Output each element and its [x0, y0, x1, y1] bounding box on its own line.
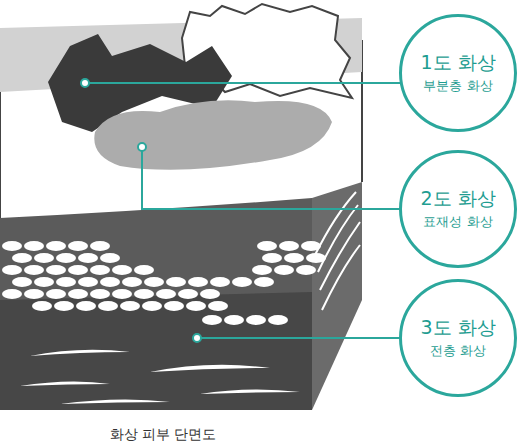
- fat-cell: [144, 277, 164, 287]
- fat-cell: [56, 277, 76, 287]
- fat-cell: [46, 289, 66, 299]
- burn-area-2: [94, 100, 332, 169]
- fat-cell: [90, 241, 110, 251]
- fat-cell: [24, 241, 44, 251]
- fat-cell: [120, 301, 140, 311]
- fat-cell: [78, 277, 98, 287]
- leader-dots: [81, 79, 201, 342]
- callout-circle: 1도 화상부분층 화상: [399, 14, 517, 132]
- fat-cell: [90, 265, 110, 275]
- callout-circle: 2도 화상표재성 화상: [399, 150, 517, 268]
- fat-cell: [296, 265, 316, 275]
- fat-cell: [254, 277, 274, 287]
- callout-circle: 3도 화상전층 화상: [399, 279, 517, 397]
- dermis-layer: [0, 198, 312, 410]
- fat-cell: [164, 301, 184, 311]
- fat-cell: [24, 289, 44, 299]
- fat-cell: [112, 265, 132, 275]
- fat-cell: [68, 289, 88, 299]
- fat-cell: [224, 315, 244, 325]
- fat-cell: [166, 277, 186, 287]
- fat-cell: [46, 241, 66, 251]
- burn-type: 표재성 화상: [423, 214, 492, 231]
- fat-cell: [100, 253, 120, 263]
- fat-cell: [2, 289, 22, 299]
- fat-cell: [34, 277, 54, 287]
- fat-cell: [100, 277, 120, 287]
- fat-cell: [279, 241, 299, 251]
- fat-cell: [156, 289, 176, 299]
- fat-cell: [68, 241, 88, 251]
- fat-cell: [188, 277, 208, 287]
- fat-cell: [274, 265, 294, 275]
- fat-cell: [24, 265, 44, 275]
- fibre-streaks: [20, 350, 300, 404]
- fat-cell: [208, 301, 228, 311]
- leader-lines: [89, 83, 401, 338]
- fat-cell: [12, 253, 32, 263]
- fat-cell: [284, 253, 304, 263]
- fat-cell: [78, 253, 98, 263]
- block-side: [312, 182, 362, 410]
- fat-cell: [32, 301, 52, 311]
- burn-type: 전층 화상: [430, 343, 486, 360]
- fat-cell: [122, 277, 142, 287]
- caption: 화상 피부 단면도: [0, 426, 326, 444]
- fat-cell: [232, 277, 252, 287]
- fat-cell: [54, 301, 74, 311]
- fat-cell: [56, 253, 76, 263]
- fat-cell: [34, 253, 54, 263]
- fat-cell: [98, 301, 118, 311]
- fat-cell: [200, 289, 220, 299]
- fat-cell: [134, 289, 154, 299]
- fat-cell: [210, 277, 230, 287]
- fat-cell: [186, 301, 206, 311]
- fat-cell: [46, 265, 66, 275]
- fat-cell: [257, 241, 277, 251]
- fat-cell: [202, 315, 222, 325]
- fat-cell: [142, 301, 162, 311]
- fat-cells: [2, 241, 326, 325]
- fat-cell: [68, 265, 88, 275]
- fat-cell: [2, 241, 22, 251]
- fat-cell: [268, 315, 288, 325]
- fat-cell: [112, 289, 132, 299]
- fat-cell: [134, 265, 154, 275]
- fat-cell: [246, 315, 266, 325]
- fat-cell: [262, 253, 282, 263]
- fat-cell: [90, 289, 110, 299]
- burn-degree: 3도 화상: [420, 316, 495, 340]
- subcutaneous-layer: [0, 292, 312, 410]
- fat-cell: [12, 277, 32, 287]
- fat-cell: [178, 289, 198, 299]
- fat-cell: [2, 265, 22, 275]
- fat-cell: [252, 265, 272, 275]
- fat-cell: [76, 301, 96, 311]
- burn-degree: 2도 화상: [420, 187, 495, 211]
- burn-degree: 1도 화상: [420, 51, 495, 75]
- burn-type: 부분층 화상: [423, 78, 492, 95]
